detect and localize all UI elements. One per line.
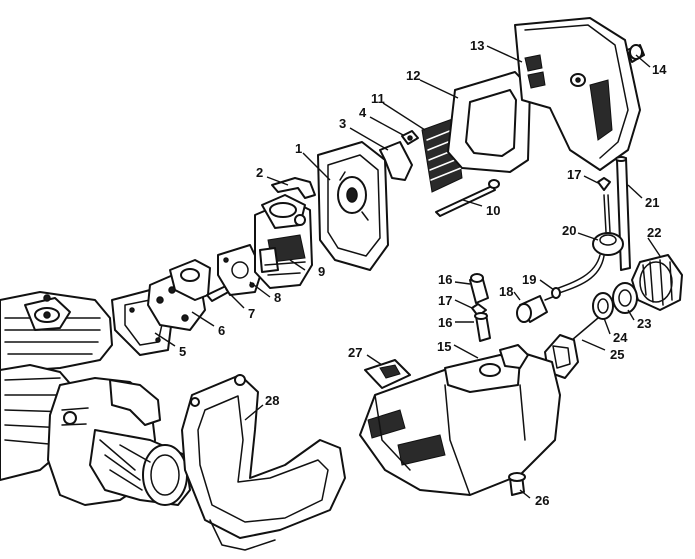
callout-28: 28	[265, 393, 279, 408]
callout-4: 4	[359, 105, 367, 120]
callout-21: 21	[645, 195, 659, 210]
callout-16a: 16	[438, 272, 452, 287]
callout-27: 27	[348, 345, 362, 360]
part-16-fitting-lower	[474, 312, 491, 342]
callout-9: 9	[318, 264, 325, 279]
part-9-carburetor	[254, 194, 313, 289]
callout-14: 14	[652, 62, 667, 77]
part-15-fuel-tank	[359, 344, 561, 496]
part-4-nut	[401, 130, 419, 145]
callout-19: 19	[522, 272, 536, 287]
callout-labels: 1 2 3 4 5 6 7 8 9 10 11 12 13 14 15 16 1…	[179, 38, 667, 508]
part-27-label	[364, 359, 411, 389]
callout-5: 5	[179, 344, 186, 359]
part-1-filter-base	[317, 141, 389, 271]
callout-24: 24	[613, 330, 628, 345]
callout-2: 2	[256, 165, 263, 180]
callout-12: 12	[406, 68, 420, 83]
callout-10: 10	[486, 203, 500, 218]
part-19-clip	[551, 287, 561, 299]
callout-6: 6	[218, 323, 225, 338]
part-16-fitting-upper	[469, 273, 489, 304]
callout-1: 1	[295, 141, 302, 156]
callout-18: 18	[499, 284, 513, 299]
part-13-filter-cover	[514, 17, 641, 171]
engine-assembly	[0, 291, 191, 506]
part-28-guard-frame	[181, 374, 346, 551]
part-14-screw	[626, 44, 645, 63]
callout-15: 15	[437, 339, 451, 354]
callout-11: 11	[371, 91, 385, 106]
callout-25: 25	[610, 347, 624, 362]
part-18-fuel-filter	[516, 295, 556, 323]
part-24-washer	[592, 292, 614, 320]
callout-16b: 16	[438, 315, 452, 330]
callout-3: 3	[339, 116, 346, 131]
callout-17a: 17	[438, 293, 452, 308]
callout-7: 7	[248, 306, 255, 321]
leader-lines	[154, 45, 661, 499]
part-3-bracket	[379, 141, 413, 181]
part-17-clip-upper	[597, 177, 611, 191]
part-12-foam-filter	[447, 71, 531, 173]
part-20-fuel-pickup	[552, 194, 624, 295]
callout-8: 8	[274, 290, 281, 305]
callout-23: 23	[637, 316, 651, 331]
part-22-tank-cap	[631, 254, 683, 311]
callout-17b: 17	[567, 167, 581, 182]
callout-20: 20	[562, 223, 576, 238]
callout-26: 26	[535, 493, 549, 508]
part-6-intake-flange	[147, 259, 211, 331]
callout-13: 13	[470, 38, 484, 53]
callout-22: 22	[647, 225, 661, 240]
part-23-cap-seal	[612, 282, 638, 314]
